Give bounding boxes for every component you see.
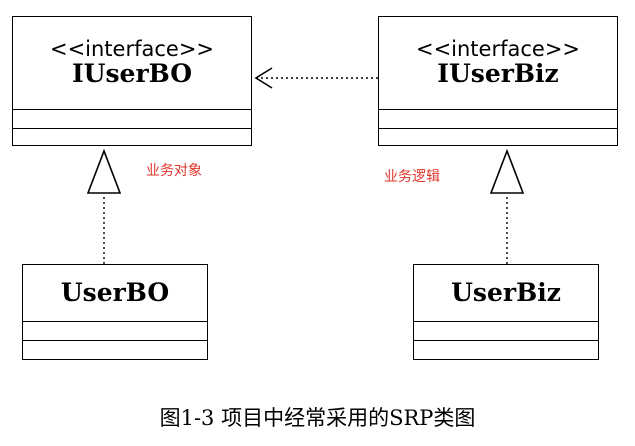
class-box-userbiz: UserBiz bbox=[413, 264, 599, 360]
methods-compartment bbox=[23, 340, 207, 359]
figure-caption: 图1-3 项目中经常采用的SRP类图 bbox=[159, 406, 476, 430]
class-box-userbo: UserBO bbox=[22, 264, 208, 360]
stereotype-label: <<interface>> bbox=[49, 37, 215, 62]
note-business-object: 业务对象 bbox=[146, 163, 202, 179]
stereotype-label: <<interface>> bbox=[415, 37, 581, 62]
attributes-compartment bbox=[23, 321, 207, 340]
interface-name: IUserBiz bbox=[437, 59, 559, 89]
attributes-compartment bbox=[414, 321, 598, 340]
attributes-compartment bbox=[13, 109, 251, 128]
note-business-logic: 业务逻辑 bbox=[384, 169, 440, 185]
realization-triangle-left bbox=[86, 148, 122, 194]
attributes-compartment bbox=[379, 109, 617, 128]
interface-box-iuserbo: <<interface>> IUserBO bbox=[12, 16, 252, 146]
class-name: UserBO bbox=[60, 278, 170, 308]
interface-box-iuserbiz: <<interface>> IUserBiz bbox=[378, 16, 618, 146]
realization-triangle-right bbox=[489, 148, 525, 194]
dependency-arrowhead bbox=[254, 67, 273, 89]
methods-compartment bbox=[13, 128, 251, 147]
methods-compartment bbox=[414, 340, 598, 359]
class-name: UserBiz bbox=[451, 278, 561, 308]
interface-name: IUserBO bbox=[71, 59, 193, 89]
methods-compartment bbox=[379, 128, 617, 147]
